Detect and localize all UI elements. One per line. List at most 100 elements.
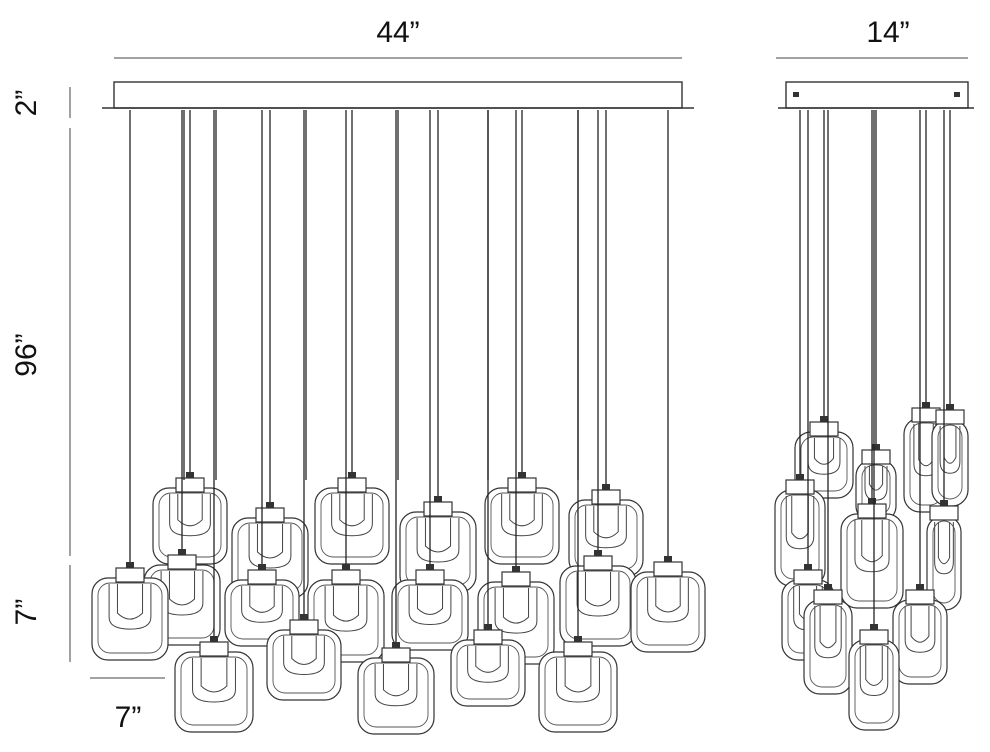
glass-shade-inner — [180, 656, 248, 726]
glass-shade-inner — [230, 584, 294, 640]
glass-shade-inner — [272, 634, 336, 694]
socket-stem — [258, 564, 266, 570]
front-pendant — [559, 110, 637, 647]
front-pendant — [568, 110, 644, 577]
glass-shade-inner — [854, 644, 894, 724]
glass-inner-curve — [200, 658, 228, 693]
front-pendant — [357, 110, 435, 735]
glass-inner-curve — [168, 571, 196, 606]
glass-inner-curve — [116, 584, 144, 620]
glass-shade-inner — [544, 656, 612, 726]
side-pendant — [840, 110, 904, 609]
glass-inner-curve — [475, 646, 501, 673]
socket-cap — [289, 619, 319, 635]
socket-stem — [940, 500, 948, 506]
glass-inner-curve — [408, 586, 452, 626]
socket-stem — [300, 614, 308, 620]
glass-inner-curve — [564, 658, 592, 693]
glass-inner-curve — [494, 588, 538, 634]
socket-stem — [178, 549, 186, 555]
glass-inner-curve — [509, 494, 535, 527]
glass-inner-curve — [467, 646, 509, 683]
socket-cap — [905, 589, 935, 605]
socket-stem — [126, 562, 134, 568]
socket-cap — [507, 477, 537, 493]
socket-cap — [175, 477, 205, 493]
front-pendant — [484, 110, 560, 565]
glass-shade-inner — [898, 604, 942, 678]
front-pendant — [266, 110, 342, 701]
glass-inner-curve — [424, 518, 452, 553]
side-pendant — [848, 110, 900, 731]
socket-stem — [574, 636, 582, 642]
glass-inner-curve — [854, 520, 890, 573]
socket-stem — [804, 564, 812, 570]
depth-label: 14” — [866, 16, 909, 49]
socket-cap — [857, 503, 887, 519]
socket-stem — [872, 444, 880, 450]
side-pendant — [931, 110, 969, 507]
glass-shade-inner — [320, 492, 384, 558]
shade-width-label: 7” — [115, 701, 142, 734]
front-pendant — [450, 110, 526, 707]
socket-stem — [594, 550, 602, 556]
glass-inner-curve — [416, 518, 460, 563]
socket-stem — [518, 472, 526, 478]
glass-inner-curve — [291, 636, 317, 665]
socket-stem — [916, 584, 924, 590]
socket-cap — [331, 569, 361, 585]
width-label: 44” — [376, 16, 419, 49]
glass-shade — [450, 639, 526, 707]
glass-inner-curve — [382, 664, 410, 697]
socket-stem — [796, 474, 804, 480]
glass-shade-inner — [363, 662, 429, 728]
glass-shade-inner — [932, 520, 956, 604]
glass-inner-curve — [192, 658, 236, 703]
front-pendant — [91, 110, 169, 661]
socket-stem — [512, 566, 520, 572]
glass-inner-curve — [501, 494, 543, 537]
glass-inner-curve — [177, 494, 203, 527]
glass-inner-curve — [813, 438, 835, 465]
socket-stem — [664, 556, 672, 562]
socket-cap — [861, 449, 891, 465]
socket-cap — [415, 569, 445, 585]
socket-cap — [167, 554, 197, 570]
side-canopy — [785, 81, 969, 109]
glass-inner-curve — [814, 606, 842, 659]
socket-stem — [342, 564, 350, 570]
socket-stem — [820, 416, 828, 422]
glass-inner-curve — [585, 506, 627, 549]
socket-stem — [186, 472, 194, 478]
socket-cap — [501, 571, 531, 587]
glass-shade-inner — [565, 570, 631, 640]
glass-inner-curve — [556, 658, 600, 703]
front-pendant — [307, 110, 385, 663]
socket-cap — [423, 501, 453, 517]
canopy-height-label: 2” — [10, 90, 43, 117]
socket-cap — [337, 477, 367, 493]
front-pendants — [91, 110, 706, 735]
socket-stem — [824, 584, 832, 590]
socket-stem — [602, 484, 610, 490]
glass-inner-curve — [865, 646, 883, 686]
glass-inner-curve — [241, 586, 283, 623]
glass-inner-curve — [819, 606, 837, 649]
glass-inner-curve — [655, 578, 681, 613]
socket-cap — [793, 569, 823, 585]
front-pendant — [399, 110, 477, 593]
socket-cap — [473, 629, 503, 645]
front-pendant — [174, 110, 254, 733]
glass-inner-curve — [859, 646, 889, 697]
glass-shade-inner — [809, 604, 847, 688]
canopy-screw-right — [954, 92, 960, 97]
socket-cap — [583, 555, 613, 571]
glass-inner-curve — [593, 506, 619, 539]
canopy-screw-left — [793, 92, 799, 97]
side-pendant — [803, 110, 853, 695]
glass-shade-inner — [456, 644, 520, 700]
socket-stem — [426, 564, 434, 570]
glass-shade-inner — [97, 582, 163, 654]
glass-inner-curve — [324, 586, 368, 632]
